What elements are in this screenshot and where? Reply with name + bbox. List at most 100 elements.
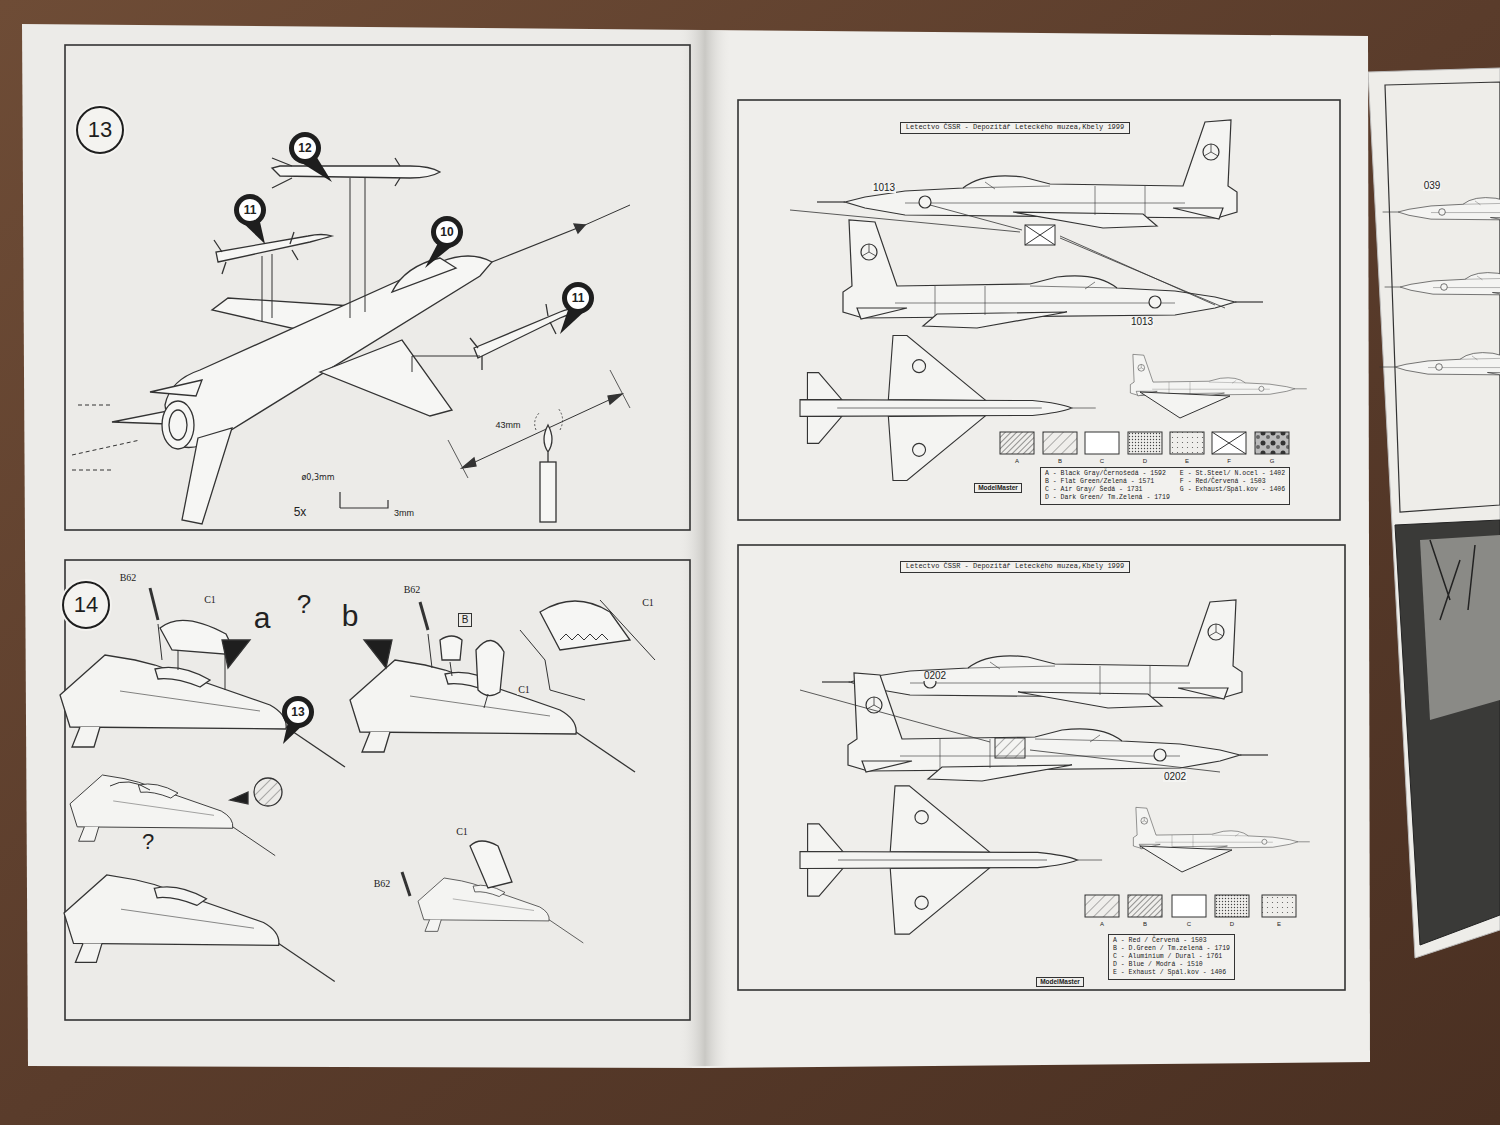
part-name: B62 — [403, 585, 422, 596]
node-text: 14 — [74, 593, 98, 617]
swatch-letter: E — [1276, 921, 1282, 927]
leader-line — [428, 634, 432, 668]
use-shape — [817, 120, 1237, 228]
color-swatch — [1128, 895, 1162, 917]
color-swatch — [1085, 895, 1119, 917]
exhaust-inner — [169, 410, 187, 440]
swatch-letter: A — [1014, 458, 1020, 464]
legend-text: B - Flat Green/Zelená - 1571 — [1045, 478, 1154, 486]
color-swatch — [1212, 432, 1246, 454]
candle — [540, 462, 556, 522]
leader-line — [450, 662, 452, 676]
step-circle-ground — [74, 104, 126, 156]
use-shape — [1380, 322, 1500, 381]
wire-piece — [340, 492, 388, 508]
legend-entry: D - Blue / Modrá - 1510 — [1113, 961, 1230, 969]
dimension: ø0,3mm — [300, 474, 335, 482]
heat-lines — [535, 408, 563, 430]
question-mark: ? — [296, 591, 312, 618]
canopy — [392, 258, 456, 292]
swatch-letter: F — [1226, 458, 1232, 464]
legend-text: B - D.Green / Tm.zelená - 1719 — [1113, 945, 1230, 953]
legend-entry: A - Black Gray/Černošedá - 1592 — [1045, 470, 1170, 478]
use-shape — [800, 786, 1102, 934]
legend-entry: D - Dark Green/ Tm.Zelená - 1719 — [1045, 494, 1170, 502]
brand-logo: ModelMaster — [974, 483, 1022, 494]
part-name: B — [458, 613, 473, 628]
polygon-shape — [240, 220, 265, 244]
step-number: 13 — [76, 106, 124, 154]
legend-entry: F - Red/Červená - 1503 — [1180, 478, 1285, 486]
dimension: 43mm — [494, 421, 521, 430]
missile-fins — [470, 304, 556, 370]
profile-views-bottom — [800, 600, 1310, 934]
polygon-shape — [560, 309, 587, 334]
dimension: 3mm — [393, 509, 415, 518]
leader-line — [585, 205, 630, 225]
dimension-line — [462, 394, 622, 468]
wing — [1140, 392, 1230, 418]
leader-line — [412, 356, 480, 372]
use-shape — [60, 655, 345, 767]
circle-shape — [562, 282, 594, 314]
color-swatch — [1255, 432, 1289, 454]
leader-line — [350, 178, 365, 318]
circle-shape — [567, 287, 589, 309]
node-text: Letectvo ČSSR - Depozitář Leteckého muze… — [906, 563, 1124, 571]
part-name: C1 — [641, 598, 655, 609]
canopy-part — [540, 601, 630, 650]
part-name: C1 — [203, 595, 217, 606]
legend-text: D - Dark Green/ Tm.Zelená - 1719 — [1045, 494, 1170, 502]
circle-shape — [294, 137, 316, 159]
swatch-letter: B — [1142, 921, 1148, 927]
use-shape — [70, 775, 275, 856]
aircraft-number: 1013 — [872, 183, 896, 194]
exhaust — [162, 401, 194, 449]
option-letter: a — [253, 602, 272, 634]
color-swatch — [1085, 432, 1119, 454]
swatch-letter: D — [1142, 458, 1148, 464]
detail-circle — [254, 778, 282, 806]
legend-text: C - Aluminium / Dural - 1761 — [1113, 953, 1222, 961]
polygon-shape — [283, 722, 306, 744]
leader-line — [178, 650, 225, 690]
legend-entry: C - Aluminium / Dural - 1761 — [1113, 953, 1230, 961]
near-wing — [320, 340, 452, 416]
panel-frame — [738, 545, 1345, 990]
wing — [1140, 846, 1232, 872]
callout-number: 13 — [290, 706, 305, 719]
third-page-content — [1380, 82, 1500, 945]
canopy-outline — [110, 782, 150, 790]
quantity: 5x — [293, 506, 308, 519]
legend-entry: B - Flat Green/Zelená - 1571 — [1045, 478, 1170, 486]
aircraft-number: 039 — [1423, 181, 1442, 192]
callout-number: 12 — [297, 142, 312, 155]
option-letter: b — [341, 600, 360, 632]
canopy-part — [476, 640, 504, 695]
legend-column: A - Black Gray/Černošedá - 1592B - Flat … — [1045, 470, 1170, 502]
use-shape — [1383, 167, 1500, 226]
step-number: 14 — [62, 581, 110, 629]
leader-line — [800, 690, 1220, 772]
use-shape — [848, 673, 1268, 781]
panel-frame — [65, 45, 690, 530]
color-swatch — [1043, 432, 1077, 454]
panel-frame — [65, 560, 690, 1020]
use-shape — [800, 335, 1096, 480]
missile — [272, 166, 440, 178]
arrowhead — [574, 224, 585, 233]
rod-part — [420, 602, 428, 630]
legend-text: D - Blue / Modrá - 1510 — [1113, 961, 1203, 969]
swatch-letter: C — [1099, 458, 1105, 464]
leader-line — [790, 205, 1225, 308]
polygon-shape — [297, 156, 332, 182]
color-swatch — [1172, 895, 1206, 917]
legend-text: A - Red / Červená - 1503 — [1113, 937, 1207, 945]
windscreen-part — [440, 636, 462, 660]
swatch-letter: E — [1184, 458, 1190, 464]
cross — [1212, 432, 1246, 454]
choice-arrow — [364, 640, 392, 668]
